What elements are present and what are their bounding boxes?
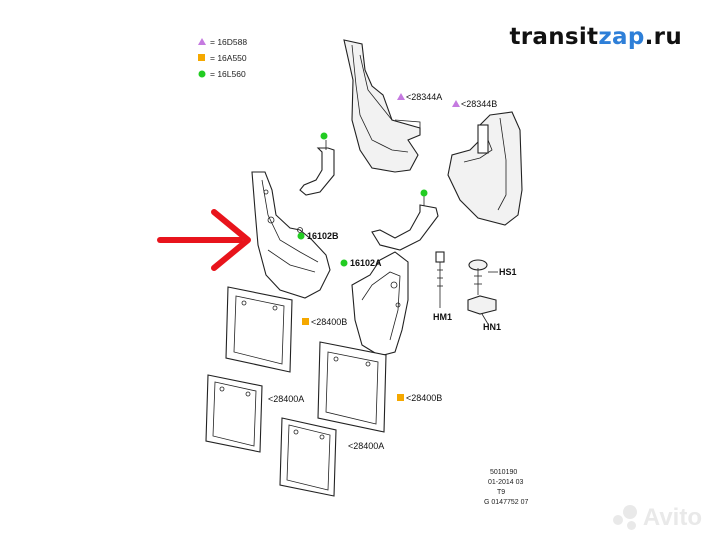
legend-item-3: = 16L560 <box>210 69 246 79</box>
callout-28400b-2-square <box>397 394 404 401</box>
brand-logo: transitzap.ru <box>509 24 682 50</box>
callout-28400b-1-square <box>302 318 309 325</box>
brand-part-1: transit <box>509 24 599 50</box>
callout-16102a-circle <box>340 259 348 267</box>
mudflap-rear-left <box>343 39 421 173</box>
bracket-upper-circle-marker <box>320 132 328 140</box>
callout-hs1: HS1 <box>499 267 517 277</box>
legend-item-2: = 16A550 <box>210 53 247 63</box>
meta-line-1: 5010190 <box>490 469 517 476</box>
meta-line-2: 01-2014 03 <box>488 479 524 486</box>
callout-28344a-triangle <box>397 93 405 100</box>
callout-28344a: <28344A <box>406 92 442 102</box>
legend-circle-marker <box>198 70 206 78</box>
rubber-flap-b-right <box>317 341 387 433</box>
callout-hm1: HM1 <box>433 312 452 322</box>
mudflap-front-right <box>351 251 409 357</box>
avito-icon <box>612 505 639 531</box>
callout-28400b-1: <28400B <box>311 317 347 327</box>
callout-28400b-2: <28400B <box>406 393 442 403</box>
callout-16102a: 16102A <box>350 258 382 268</box>
drawing-meta: 5010190 01-2014 03 T9 G 0147752 07 <box>484 469 528 506</box>
mounting-bracket-upper <box>299 140 335 196</box>
bolt-hs1 <box>468 259 498 295</box>
legend-item-1: = 16D588 <box>210 37 247 47</box>
avito-watermark: Avito <box>612 504 702 532</box>
highlight-arrow <box>157 209 251 271</box>
brand-part-3: .ru <box>644 24 682 50</box>
mudflap-rear-right <box>447 111 523 226</box>
legend: = 16D588 = 16A550 = 16L560 <box>198 37 247 79</box>
mounting-bracket-lower <box>371 196 439 251</box>
callout-28400a-1: <28400A <box>268 394 304 404</box>
callout-16102b-circle <box>297 232 305 240</box>
callout-28344b-triangle <box>452 100 460 107</box>
meta-line-3: T9 <box>497 489 505 496</box>
rubber-flap-a-left <box>205 374 263 453</box>
bracket-lower-circle-marker <box>420 189 428 197</box>
rubber-flap-a-right <box>279 417 337 497</box>
callout-16102b: 16102B <box>307 231 339 241</box>
rubber-flap-b-left <box>225 286 293 373</box>
legend-triangle-marker <box>198 38 206 45</box>
legend-square-marker <box>198 54 205 61</box>
callout-28400a-2: <28400A <box>348 441 384 451</box>
callout-28344b: <28344B <box>461 99 497 109</box>
nut-hn1 <box>467 295 497 325</box>
screw-hm1 <box>435 251 445 308</box>
mudflap-front-left <box>251 171 331 299</box>
meta-line-4: G 0147752 07 <box>484 499 528 506</box>
avito-text: Avito <box>642 504 702 531</box>
brand-part-2: zap <box>598 24 645 50</box>
callout-hn1: HN1 <box>483 322 501 332</box>
